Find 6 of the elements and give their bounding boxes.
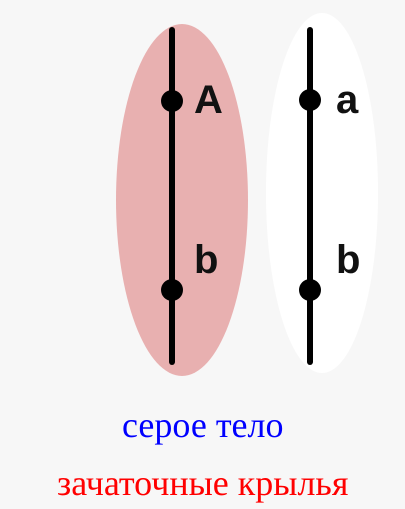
caption-text: зачаточные крылья <box>57 463 348 503</box>
allele-label: b <box>194 240 218 280</box>
allele-label: A <box>194 80 223 120</box>
allele-label: b <box>336 240 360 280</box>
caption-text: серое тело <box>122 405 284 445</box>
allele-label: a <box>336 80 358 120</box>
